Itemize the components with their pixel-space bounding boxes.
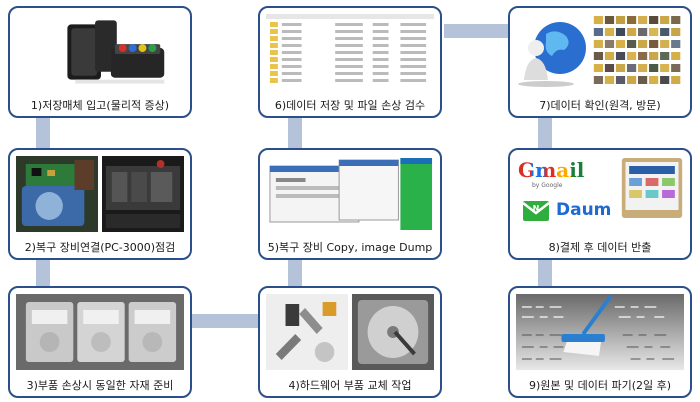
thumbnail-grid-icon [592,14,684,90]
step-5: 5)복구 장비 Copy, image Dump [258,148,442,260]
connector-6-7 [444,24,510,38]
step-9-label: 9)원본 및 데이터 파기(2일 후) [528,379,672,392]
connector-1-2 [36,118,50,150]
recovery-software-screenshot [266,156,434,232]
gmail-logo: Gmail [518,158,585,182]
svg-text:N: N [533,204,540,213]
step-2-label: 2)복구 장비연결(PC-3000)점검 [24,241,176,254]
connector-3-4 [192,314,262,328]
data-screen-photo [620,156,684,232]
step-6: 6)데이터 저장 및 파일 손상 검수 [258,6,442,118]
step-4: 4)하드웨어 부품 교체 작업 [258,286,442,398]
drive-tools-photo [266,294,348,370]
step-3: 3)부품 손상시 동일한 자재 준비 [8,286,192,398]
connector-8-9 [538,260,552,288]
logos-panel: Gmail by Google N Daum [516,156,616,232]
hard-drive-enclosure-icon [16,14,184,90]
drive-testing-photo [102,156,184,232]
spare-hard-drives-photo [16,294,184,370]
gmail-sublabel: by Google [532,182,563,189]
daum-logo: Daum [556,200,612,220]
step-7: 7)데이터 확인(원격, 방문) [508,6,692,118]
step-3-label: 3)부품 손상시 동일한 자재 준비 [26,379,174,392]
step-8-label: 8)결제 후 데이터 반출 [548,241,652,254]
connector-5-6 [288,118,302,150]
circuit-board-photo [16,156,98,232]
data-wipe-broom-photo [516,294,684,370]
connector-7-8 [538,118,552,150]
step-8: Gmail by Google N Daum [508,148,692,260]
connector-4-5 [288,260,302,288]
step-5-label: 5)복구 장비 Copy, image Dump [267,241,433,254]
step-4-label: 4)하드웨어 부품 교체 작업 [288,379,412,392]
open-hard-drive-photo [352,294,434,370]
step-1-label: 1)저장매체 입고(물리적 증상) [30,99,170,112]
step-2: 2)복구 장비연결(PC-3000)점검 [8,148,192,260]
step-1: 1)저장매체 입고(물리적 증상) [8,6,192,118]
globe-person-icon [516,14,588,90]
file-list-screenshot [266,14,434,90]
connector-2-3 [36,260,50,288]
step-7-label: 7)데이터 확인(원격, 방문) [539,99,661,112]
mail-icon: N [522,196,550,224]
step-9: 9)원본 및 데이터 파기(2일 후) [508,286,692,398]
step-6-label: 6)데이터 저장 및 파일 손상 검수 [274,99,426,112]
